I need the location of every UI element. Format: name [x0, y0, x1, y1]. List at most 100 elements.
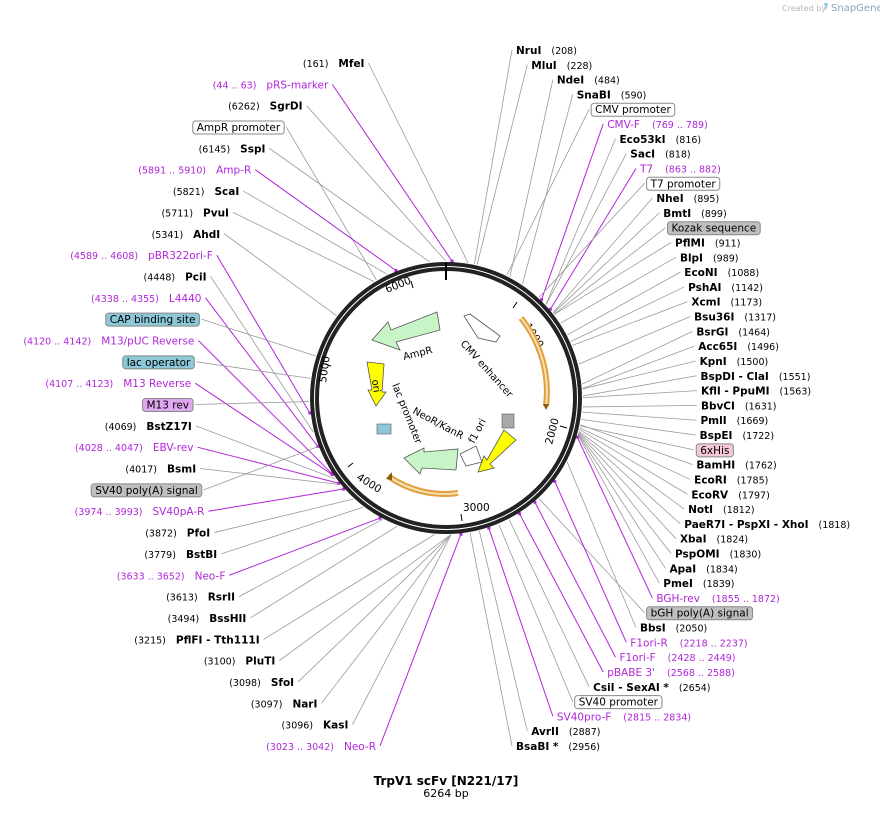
- label-bbvci: BbvCI(1631): [701, 400, 777, 412]
- label-econi-leader: [567, 271, 681, 336]
- label-mlui-position: (228): [567, 61, 593, 72]
- label-sv40pa-r-name: SV40pA-R: [153, 506, 205, 518]
- label-kozak-sequence-box: [666, 221, 761, 236]
- label-ecori-name: EcoRI: [694, 474, 727, 486]
- label-cmv-promoter: CMV promoter: [590, 102, 676, 117]
- label-sv40-promoter-name: SV40 promoter: [579, 697, 659, 709]
- label-t7-promoter-name: T7 promoter: [650, 178, 717, 190]
- label-kpni: KpnI(1500): [700, 356, 769, 368]
- label-neo-f-leader: [229, 517, 381, 576]
- label-mfei-leader: [368, 62, 469, 263]
- label-lac-operator-leader: [196, 361, 311, 379]
- label-pcii: PciI(4448): [144, 271, 207, 283]
- label-eco53ki-leader: [545, 138, 616, 305]
- label-pspomi: PspOMI(1830): [675, 548, 761, 560]
- ori-feature: ori: [366, 361, 387, 407]
- label-sv40pa-r: SV40pA-R(3974 .. 3993): [75, 506, 205, 518]
- label-xcmi-name: XcmI: [691, 297, 720, 309]
- label-sspi-leader: [269, 148, 430, 263]
- label-sv40-poly-a-signal-leader: [203, 446, 319, 491]
- label-bstz17i: BstZ17I(4069): [105, 421, 192, 433]
- label-sv40-poly-a-signal: SV40 poly(A) signal: [90, 483, 203, 498]
- label-xbai-position: (1824): [717, 535, 749, 546]
- label-rsrii-position: (3613): [166, 593, 198, 604]
- label-apai-position: (1834): [706, 564, 738, 575]
- label-rsrii: RsrII(3613): [166, 592, 235, 604]
- label-sspi-name: SspI: [240, 143, 265, 155]
- f1-ori-feature: f1 ori: [459, 413, 517, 473]
- label-sv40-promoter-box: [574, 695, 663, 710]
- label-bamhi-name: BamHI: [696, 460, 735, 472]
- label-apai: ApaI(1834): [669, 563, 737, 575]
- label-6xhis-name: 6xHis: [700, 445, 729, 457]
- label-t7: T7(863 .. 882): [639, 163, 721, 175]
- label-sfoi: SfoI(3098): [229, 677, 294, 689]
- label-l4440-name: L4440: [169, 293, 202, 305]
- label-blpi-position: (989): [713, 253, 739, 264]
- label-f1ori-r-leader: [554, 481, 627, 643]
- label-paer7i-pspxi-xhoi: PaeR7I - PspXI - XhoI (1818): [684, 519, 850, 531]
- label-mlui-name: MluI: [531, 60, 556, 72]
- label-paer7i-pspxi-xhoi-position: (1818): [819, 520, 851, 531]
- label-ecorv-leader: [579, 429, 688, 495]
- label-ecori-position: (1785): [737, 475, 769, 486]
- label-ampr-promoter-leader: [285, 126, 377, 281]
- label-ndei-leader: [509, 79, 554, 277]
- label-neo-r-name: Neo-R: [344, 741, 376, 753]
- label-sv40pa-r-leader: [208, 488, 344, 512]
- label-m13-rev-name: M13 rev: [147, 400, 190, 412]
- svg-text:AmpR: AmpR: [402, 345, 434, 363]
- label-kozak-sequence: Kozak sequence: [666, 221, 761, 236]
- label-bsu36i-name: Bsu36I: [694, 312, 734, 324]
- label-kfli-ppumi-name: KflI - PpuMI: [701, 386, 770, 398]
- label-bsshii: BssHII(3494): [168, 613, 247, 625]
- label-sv40pro-f-leader: [488, 527, 554, 717]
- label-pbabe-3-position: (2568 .. 2588): [667, 668, 735, 679]
- label-cap-binding-site-box: [105, 312, 200, 327]
- label-bstbi-name: BstBI: [186, 549, 217, 561]
- label-bspdi-clai-leader: [582, 375, 697, 397]
- label-pshai-leader: [570, 286, 685, 342]
- label-pcii-leader: [210, 276, 314, 433]
- label-kfli-ppumi-leader: [582, 390, 697, 398]
- label-noti-position: (1812): [723, 505, 755, 516]
- label-ampr-promoter: AmpR promoter: [192, 120, 285, 135]
- label-m13-reverse-name: M13 Reverse: [123, 378, 191, 390]
- label-kpni-name: KpnI: [700, 356, 727, 368]
- label-bbsi: BbsI(2050): [640, 623, 707, 635]
- label-bbvci-position: (1631): [745, 401, 777, 412]
- label-bspdi-clai-name: BspDI - ClaI: [700, 371, 768, 383]
- label-pluti-name: PluTI: [245, 656, 275, 668]
- label-nhei: NheI(895): [656, 193, 719, 205]
- label-pflmi-leader: [554, 242, 672, 315]
- label-ampr-promoter-name: AmpR promoter: [197, 122, 281, 134]
- label-econi-position: (1088): [728, 268, 760, 279]
- label-blpi-name: BlpI: [680, 252, 703, 264]
- svg-text:CMV enhancer: CMV enhancer: [458, 339, 515, 401]
- created-by-text: Created by: [782, 4, 826, 13]
- leader-lines: [194, 49, 697, 747]
- tick-4000: 4000: [347, 462, 383, 496]
- label-bspdi-clai-position: (1551): [779, 372, 811, 383]
- label-f1ori-r: F1ori-R(2218 .. 2237): [630, 637, 747, 649]
- label-bstbi: BstBI(3779): [144, 549, 217, 561]
- label-t7-name: T7: [639, 163, 653, 175]
- label-paer7i-pspxi-xhoi-leader: [578, 431, 681, 525]
- label-pfoi-position: (3872): [145, 529, 177, 540]
- label-kpni-leader: [582, 360, 696, 390]
- label-neo-r: Neo-R(3023 .. 3042): [266, 741, 376, 753]
- label-bgh-rev: BGH-rev(1855 .. 1872): [656, 593, 779, 605]
- label-scai-position: (5821): [173, 187, 205, 198]
- label-cap-binding-site-name: CAP binding site: [110, 314, 196, 326]
- label-bstz17i-name: BstZ17I: [146, 421, 191, 433]
- label-amp-r: Amp-R(5891 .. 5910): [138, 165, 251, 177]
- cmv-enhancer-feature: CMV enhancer: [458, 313, 515, 401]
- label-t7-promoter: T7 promoter: [646, 176, 721, 191]
- label-sfoi-name: SfoI: [271, 677, 294, 689]
- label-paer7i-pspxi-xhoi-name: PaeR7I - PspXI - XhoI: [684, 519, 808, 531]
- label-f1ori-r-site-marker: [553, 479, 557, 483]
- label-cmv-f-leader: [541, 123, 604, 300]
- label-bspei-leader: [581, 418, 696, 436]
- label-pflfi-tth111i: PflFI - Tth111I(3215): [134, 634, 259, 646]
- label-bgh-rev-name: BGH-rev: [656, 593, 700, 605]
